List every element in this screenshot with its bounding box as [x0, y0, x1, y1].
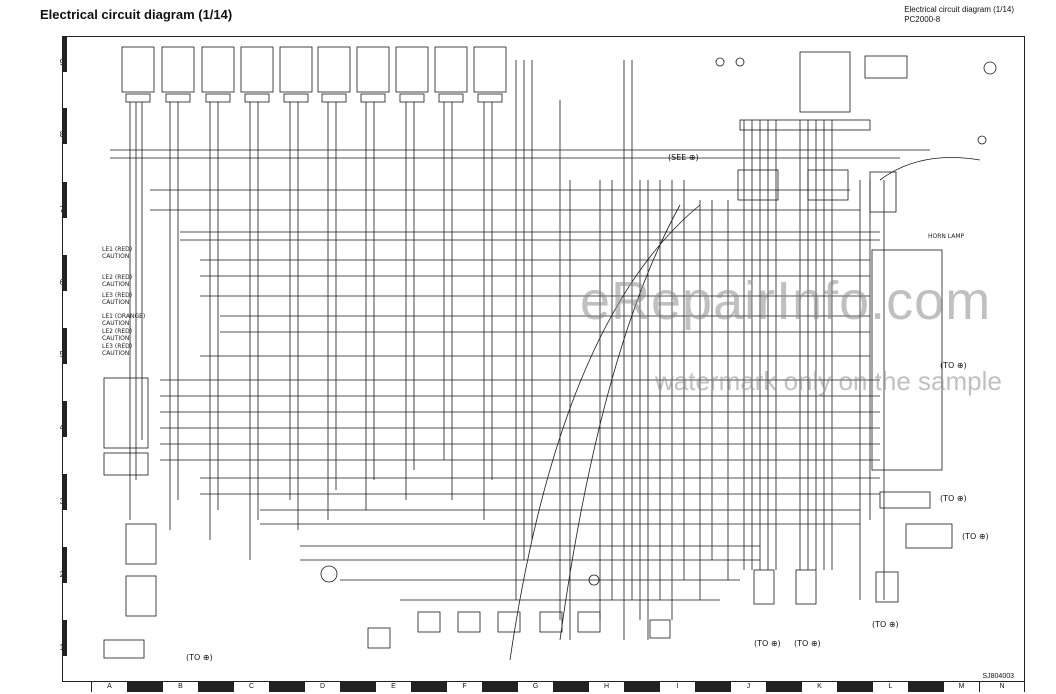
- row-label-3: 3: [57, 497, 67, 506]
- caution-text: CAUTION: [102, 253, 129, 260]
- col-strip-dark: [767, 682, 802, 692]
- row-strip: [62, 547, 67, 583]
- reference-title: Electrical circuit diagram (1/14) PC2000…: [904, 5, 1014, 25]
- row-strip: [62, 401, 67, 437]
- col-label-b: B: [163, 682, 199, 692]
- right-connectors: [737, 51, 953, 549]
- see-reference: (SEE ⊕): [668, 153, 699, 162]
- caution-text: CAUTION: [102, 299, 129, 306]
- row-strip: [62, 108, 67, 144]
- col-strip-dark: [341, 682, 376, 692]
- col-label-c: C: [234, 682, 270, 692]
- caution-text: CAUTION: [102, 350, 129, 357]
- row-strip: [62, 255, 67, 291]
- col-strip-dark: [483, 682, 518, 692]
- to-references: (TO ⊕) (TO ⊕) (TO ⊕) (TO ⊕) (TO ⊕) (TO ⊕…: [186, 361, 989, 662]
- row-label-8: 8: [57, 130, 67, 139]
- row-strip: [62, 474, 67, 510]
- col-label-h: H: [589, 682, 625, 692]
- row-strip: [62, 182, 67, 218]
- to-reference: (TO ⊕): [186, 653, 213, 662]
- col-strip-dark: [625, 682, 660, 692]
- col-strip-dark: [696, 682, 731, 692]
- to-reference: (TO ⊕): [940, 494, 967, 503]
- col-strip-dark: [909, 682, 944, 692]
- wiring: [103, 46, 997, 661]
- col-label-g: G: [518, 682, 554, 692]
- relay-connectors: [125, 93, 503, 103]
- caution-le6-label: LE3 (RED): [102, 343, 132, 350]
- col-label-n: N: [980, 682, 1025, 692]
- row-strip: [62, 36, 67, 72]
- motor-symbol: [320, 565, 338, 583]
- col-strip-dark: [838, 682, 873, 692]
- col-label-k: K: [802, 682, 838, 692]
- caution-le1-label: LE1 (RED): [102, 246, 132, 253]
- col-label-e: E: [376, 682, 412, 692]
- row-label-4: 4: [57, 423, 67, 432]
- diagram-id: SJ804003: [982, 673, 1014, 680]
- caution-le3-label: LE3 (RED): [102, 292, 132, 299]
- col-label-d: D: [305, 682, 341, 692]
- relay-block-row: [121, 46, 507, 93]
- horn-lamp-label: HORN LAMP: [928, 233, 965, 240]
- col-strip-dark: [554, 682, 589, 692]
- col-label-j: J: [731, 682, 767, 692]
- to-reference: (TO ⊕): [962, 532, 989, 541]
- to-reference: (TO ⊕): [872, 620, 899, 629]
- col-label-f: F: [447, 682, 483, 692]
- caution-le2-label: LE2 (RED): [102, 274, 132, 281]
- caution-le5-label: LE2 (RED): [102, 328, 132, 335]
- col-label-l: L: [873, 682, 909, 692]
- reference-model: PC2000-8: [904, 15, 941, 24]
- watermark-logo: eRepairInfo.com: [580, 271, 992, 331]
- row-label-9: 9: [57, 58, 67, 67]
- caution-text: CAUTION: [102, 320, 129, 327]
- reference-title-line1: Electrical circuit diagram (1/14): [904, 5, 1014, 14]
- bottom-connectors: [367, 569, 899, 649]
- page-title: Electrical circuit diagram (1/14): [40, 7, 233, 22]
- col-strip-dark: [270, 682, 305, 692]
- to-reference: (TO ⊕): [940, 361, 967, 370]
- caution-labels: LE1 (RED) CAUTION LE2 (RED) CAUTION LE3 …: [102, 246, 145, 357]
- horizontal-bus: [110, 149, 930, 601]
- col-label-a: A: [92, 682, 128, 692]
- col-label-m: M: [944, 682, 980, 692]
- col-strip-dark: [199, 682, 234, 692]
- watermark-note: watermark only on the sample: [655, 366, 1002, 396]
- left-connectors: [103, 377, 157, 659]
- caution-text: CAUTION: [102, 281, 129, 288]
- col-label-i: I: [660, 682, 696, 692]
- row-label-1: 1: [57, 643, 67, 652]
- vertical-bus: [129, 60, 885, 640]
- row-label-7: 7: [57, 205, 67, 214]
- to-reference: (TO ⊕): [754, 639, 781, 648]
- caution-le4-label: LE1 (ORANGE): [102, 313, 145, 320]
- caution-text: CAUTION: [102, 335, 129, 342]
- row-label-5: 5: [57, 350, 67, 359]
- to-reference: (TO ⊕): [794, 639, 821, 648]
- row-strip: [62, 328, 67, 364]
- row-strip: [62, 620, 67, 656]
- row-label-2: 2: [57, 570, 67, 579]
- row-label-6: 6: [57, 278, 67, 287]
- col-strip-blank: [62, 682, 92, 692]
- col-strip-dark: [412, 682, 447, 692]
- col-strip-dark: [128, 682, 163, 692]
